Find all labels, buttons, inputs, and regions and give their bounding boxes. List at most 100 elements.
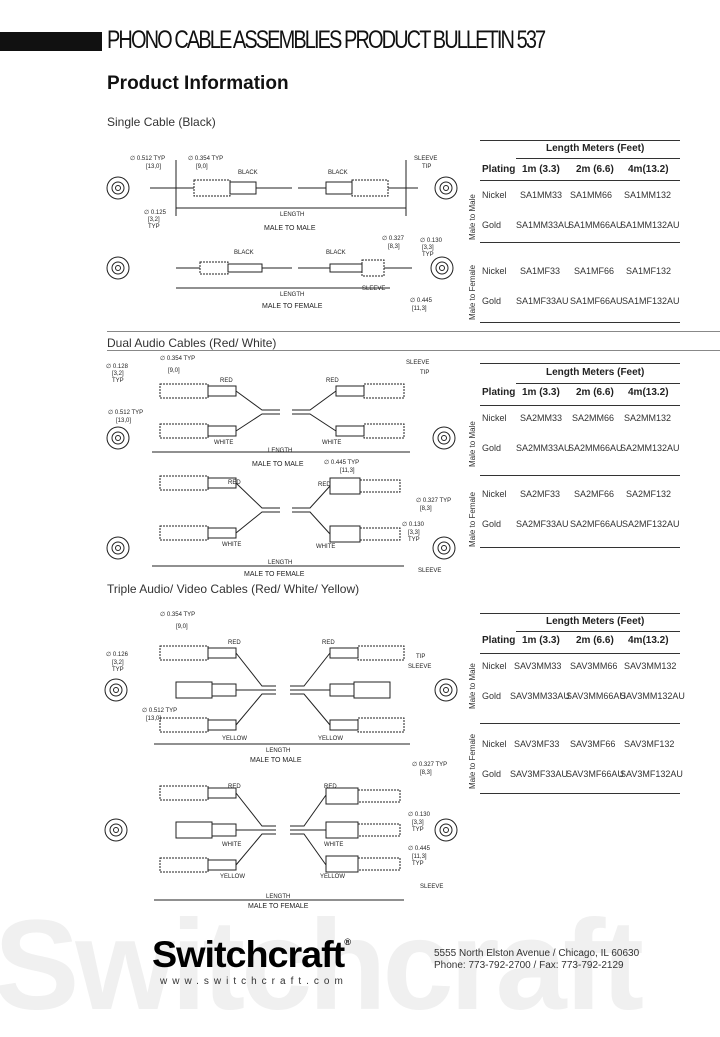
table-rule <box>480 723 680 724</box>
diagram-label: RED <box>228 640 241 646</box>
diagram-label: [3,3] <box>408 530 420 536</box>
diagram-label: [3,2] <box>148 217 160 223</box>
diagram-label: TYP <box>422 252 434 258</box>
table-cell: 2m (6.6) <box>576 635 614 646</box>
diagram-label: TYP <box>412 827 424 833</box>
diagram-label: ∅ 0.512 TYP <box>130 155 165 162</box>
table-cell: SA2MF33 <box>520 489 561 499</box>
table-cell: SA2MM66AU <box>568 443 623 453</box>
table-cell: SA2MF132AU <box>622 519 680 529</box>
diagram-label: ∅ 0.128 <box>106 363 129 370</box>
diagram-label: ∅ 0.125 <box>144 209 167 216</box>
table-cell: SA2MM33 <box>520 413 563 423</box>
table-cell: SAV3MF33 <box>514 739 560 749</box>
table-rule <box>480 613 680 614</box>
table-cell: Plating <box>482 635 516 646</box>
diagram-label: TYP <box>408 537 420 543</box>
website-link[interactable]: www.switchcraft.com <box>160 976 348 987</box>
diagram-label: SLEEVE <box>418 568 441 574</box>
diagram-label: ∅ 0.126 <box>106 651 129 658</box>
table-cell: SA1MF132AU <box>622 296 680 306</box>
diagram-label: RED <box>324 784 337 790</box>
table-cell: Length Meters (Feet) <box>546 143 645 154</box>
diagram-label: LENGTH <box>266 748 290 754</box>
table-cell: SAV3MF33AU <box>510 769 568 779</box>
table-rule <box>480 547 680 548</box>
header-bar <box>0 32 102 51</box>
diagram-label: LENGTH <box>268 448 292 454</box>
diagram-label: TYP <box>412 861 424 867</box>
single-mm-diagram <box>106 160 458 216</box>
table-rule <box>516 158 680 159</box>
table-cell: Gold <box>482 769 502 779</box>
table-cell: SA2MF66 <box>574 489 615 499</box>
bulletin-title: PHONO CABLE ASSEMBLIES PRODUCT BULLETIN … <box>107 26 546 54</box>
row-group-label: Male to Male <box>468 194 477 240</box>
section-title-single: Single Cable (Black) <box>107 115 216 129</box>
table-cell: SA1MM132 <box>624 190 672 200</box>
table-cell: SA1MM33 <box>520 190 563 200</box>
diagram-label: RED <box>326 378 339 384</box>
table-cell: Plating <box>482 164 516 175</box>
table-cell: Plating <box>482 387 516 398</box>
table-cell: Gold <box>482 220 502 230</box>
diagram-label: RED <box>220 378 233 384</box>
cable-diagrams: ∅ 0.512 TYP [13,0] ∅ 0.354 TYP [9,0] ∅ 0… <box>104 155 458 910</box>
table-cell: SAV3MM132 <box>624 661 677 671</box>
diagram-label: [8,3] <box>420 506 432 512</box>
table-cell: 4m(13.2) <box>628 387 669 398</box>
row-group-label: Male to Female <box>468 264 477 320</box>
phone-line: Phone: 773-792-2700 / Fax: 773-792-2129 <box>434 960 624 971</box>
diagram-label: RED <box>228 784 241 790</box>
table-cell: 1m (3.3) <box>522 387 560 398</box>
diagram-label: RED <box>322 640 335 646</box>
diagram-label: ∅ 0.354 TYP <box>160 355 195 362</box>
table-cell: Nickel <box>482 413 507 423</box>
table-cell: SA2MF33AU <box>516 519 569 529</box>
diagram-label: [11,3] <box>412 306 427 312</box>
diagram-label: SLEEVE <box>408 664 431 670</box>
diagram-label: [11,3] <box>340 468 355 474</box>
diagram-label: WHITE <box>222 842 241 848</box>
row-group-label: Male to Male <box>468 663 477 709</box>
table-rule <box>480 653 680 654</box>
diagram-label: TYP <box>112 667 124 673</box>
table-rule <box>480 363 680 364</box>
table-cell: SAV3MF66 <box>570 739 616 749</box>
table-cell: SA1MM132AU <box>620 220 680 230</box>
table-cell: Nickel <box>482 190 507 200</box>
table-cell: SA2MM33AU <box>516 443 571 453</box>
address-line: 5555 North Elston Avenue / Chicago, IL 6… <box>434 948 640 959</box>
diagram-label: MALE TO FEMALE <box>244 571 305 578</box>
diagram-label: WHITE <box>214 440 233 446</box>
table-cell: 1m (3.3) <box>522 635 560 646</box>
diagram-label: SLEEVE <box>362 286 385 292</box>
diagram-label: ∅ 0.512 TYP <box>108 409 143 416</box>
watermark-logo: Switchcraft <box>0 894 644 1037</box>
table-cell: SA2MF132 <box>626 489 672 499</box>
diagram-label: ∅ 0.512 TYP <box>142 707 177 714</box>
diagram-label: RED <box>318 482 331 488</box>
table-cell: SA2MF66AU <box>570 519 623 529</box>
diagram-label: TYP <box>112 378 124 384</box>
diagram-label: [13,0] <box>116 418 131 424</box>
table-cell: SA1MF132 <box>626 266 672 276</box>
table-rule <box>516 631 680 632</box>
table-dual: Length Meters (Feet) Plating 1m (3.3) 2m… <box>468 363 680 549</box>
table-cell: SAV3MF66AU <box>566 769 624 779</box>
page-title: Product Information <box>107 73 289 94</box>
table-cell: SA1MF33AU <box>516 296 569 306</box>
table-cell: Gold <box>482 296 502 306</box>
table-cell: 2m (6.6) <box>576 387 614 398</box>
diagram-label: YELLOW <box>318 736 343 742</box>
diagram-label: SLEEVE <box>420 884 443 890</box>
table-cell: SAV3MM66 <box>570 661 618 671</box>
table-cell: 1m (3.3) <box>522 164 560 175</box>
diagram-label: BLACK <box>234 250 254 256</box>
diagram-label: BLACK <box>238 170 258 176</box>
table-cell: SA1MM33AU <box>516 220 571 230</box>
diagram-label: WHITE <box>222 542 241 548</box>
table-cell: SAV3MM132AU <box>620 691 685 701</box>
table-triple: Length Meters (Feet) Plating 1m (3.3) 2m… <box>468 613 685 797</box>
table-rule <box>516 383 680 384</box>
